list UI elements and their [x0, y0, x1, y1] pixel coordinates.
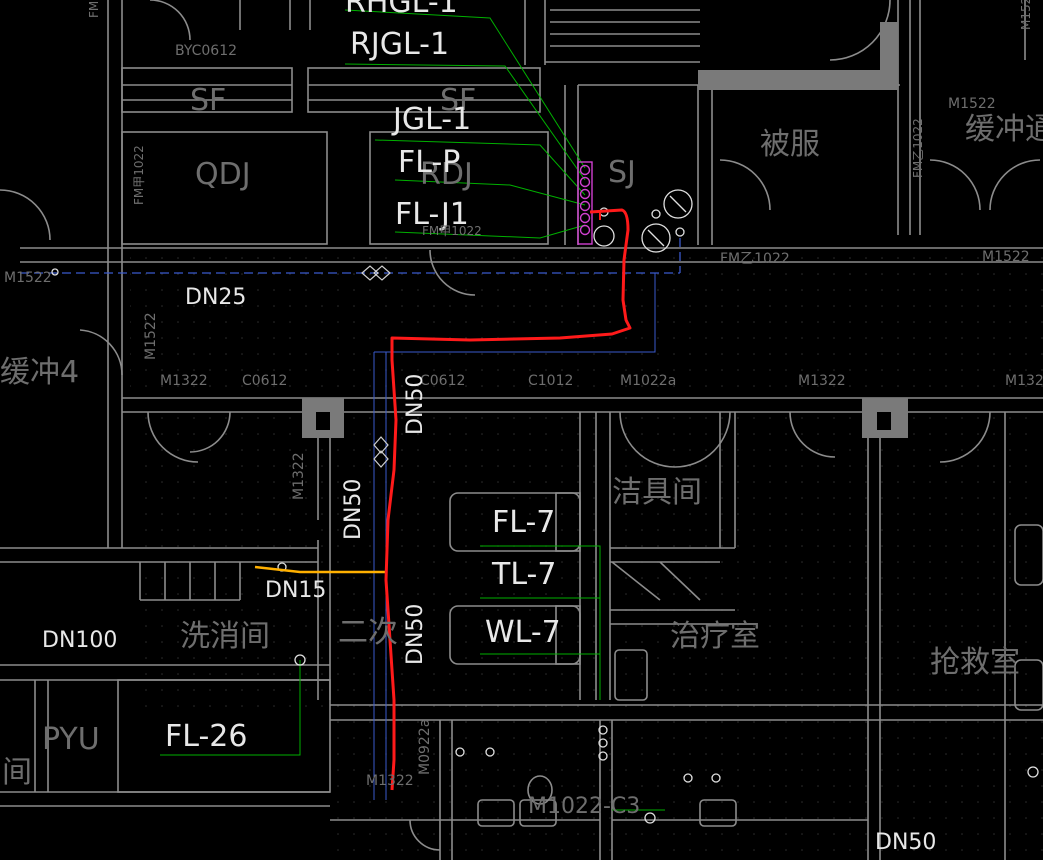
- label-m1322-a: M1322: [160, 373, 208, 389]
- label-c0612-a: C0612: [242, 373, 288, 389]
- label-zhiliaoshi: 治疗室: [670, 619, 760, 654]
- label-m0922a: M0922a: [417, 718, 433, 775]
- valve-symbols: [361, 265, 391, 468]
- label-fl-j1: FL-J1: [395, 197, 469, 232]
- label-sj: SJ: [608, 155, 636, 190]
- label-huanchong-tr: 缓冲通: [965, 112, 1043, 147]
- label-fmjia1022: FM甲1022: [132, 145, 146, 205]
- label-dn50-a: DN50: [403, 373, 428, 435]
- label-sf-2: SF: [440, 83, 477, 118]
- label-fmjia1022b: FM甲1022: [422, 224, 482, 238]
- leader-lines: [160, 9, 665, 811]
- floor-hatch: [130, 255, 1043, 860]
- label-m1522-a: M1522: [948, 96, 996, 112]
- label-m1522-top: M1522: [1019, 0, 1033, 30]
- label-m1322-e: M1322: [366, 773, 414, 789]
- label-dn100: DN100: [42, 628, 118, 653]
- label-byc0612: BYC0612: [175, 43, 238, 59]
- label-fl26: FL-26: [165, 719, 248, 754]
- label-dn50-c: DN50: [403, 603, 428, 665]
- label-dn25: DN25: [185, 285, 247, 310]
- label-c0612-b: C0612: [420, 373, 466, 389]
- label-pyu: PYU: [42, 722, 100, 757]
- label-m1322-d: M1322: [291, 452, 307, 500]
- label-qdj: QDJ: [195, 157, 251, 192]
- label-m1522-d: M1522: [143, 312, 159, 360]
- yellow-pipe: [254, 565, 386, 574]
- label-qiangjiushi: 抢救室: [930, 645, 1020, 680]
- label-jiejujian: 洁具间: [612, 475, 702, 510]
- label-m1322-b: M1322: [798, 373, 846, 389]
- label-fmyi1022b: FM乙1022: [720, 251, 790, 267]
- label-beifu: 被服: [760, 127, 820, 162]
- label-m1022a: M1022a: [620, 373, 677, 389]
- label-huanchong4: 缓冲4: [0, 355, 80, 390]
- riser-stack: [577, 161, 593, 245]
- label-dn15: DN15: [265, 578, 327, 603]
- label-fl-p: FL-P: [398, 145, 461, 180]
- label-rdj: RDJ: [420, 157, 473, 192]
- label-dn50-b: DN50: [341, 478, 366, 540]
- label-sf-1: SF: [190, 83, 227, 118]
- label-fmyi1022: FM乙1022: [911, 118, 925, 178]
- label-wl7: WL-7: [485, 615, 561, 650]
- label-rjgl: RJGL-1: [350, 27, 450, 62]
- label-erci: 二次: [338, 615, 398, 650]
- label-fl7: FL-7: [492, 505, 556, 540]
- label-fm-small: FM: [87, 0, 101, 18]
- label-m1022-c3: M1022-C3: [528, 794, 641, 819]
- label-jian: 间: [2, 755, 32, 790]
- label-xixiaojian: 洗消间: [180, 619, 270, 654]
- label-dn50-d: DN50: [875, 830, 937, 855]
- red-pipe-route: [384, 208, 632, 791]
- label-m1522-c: M1522: [982, 249, 1030, 265]
- label-m1522-b: M1522: [4, 270, 52, 286]
- label-rhgl: RHGL-1: [345, 0, 458, 20]
- label-m1322-c: M1322: [1005, 373, 1043, 389]
- label-tl7: TL-7: [492, 557, 557, 592]
- label-c1012: C1012: [528, 373, 574, 389]
- label-jgl: JGL-1: [393, 102, 472, 137]
- dashed-pipe: [20, 238, 681, 274]
